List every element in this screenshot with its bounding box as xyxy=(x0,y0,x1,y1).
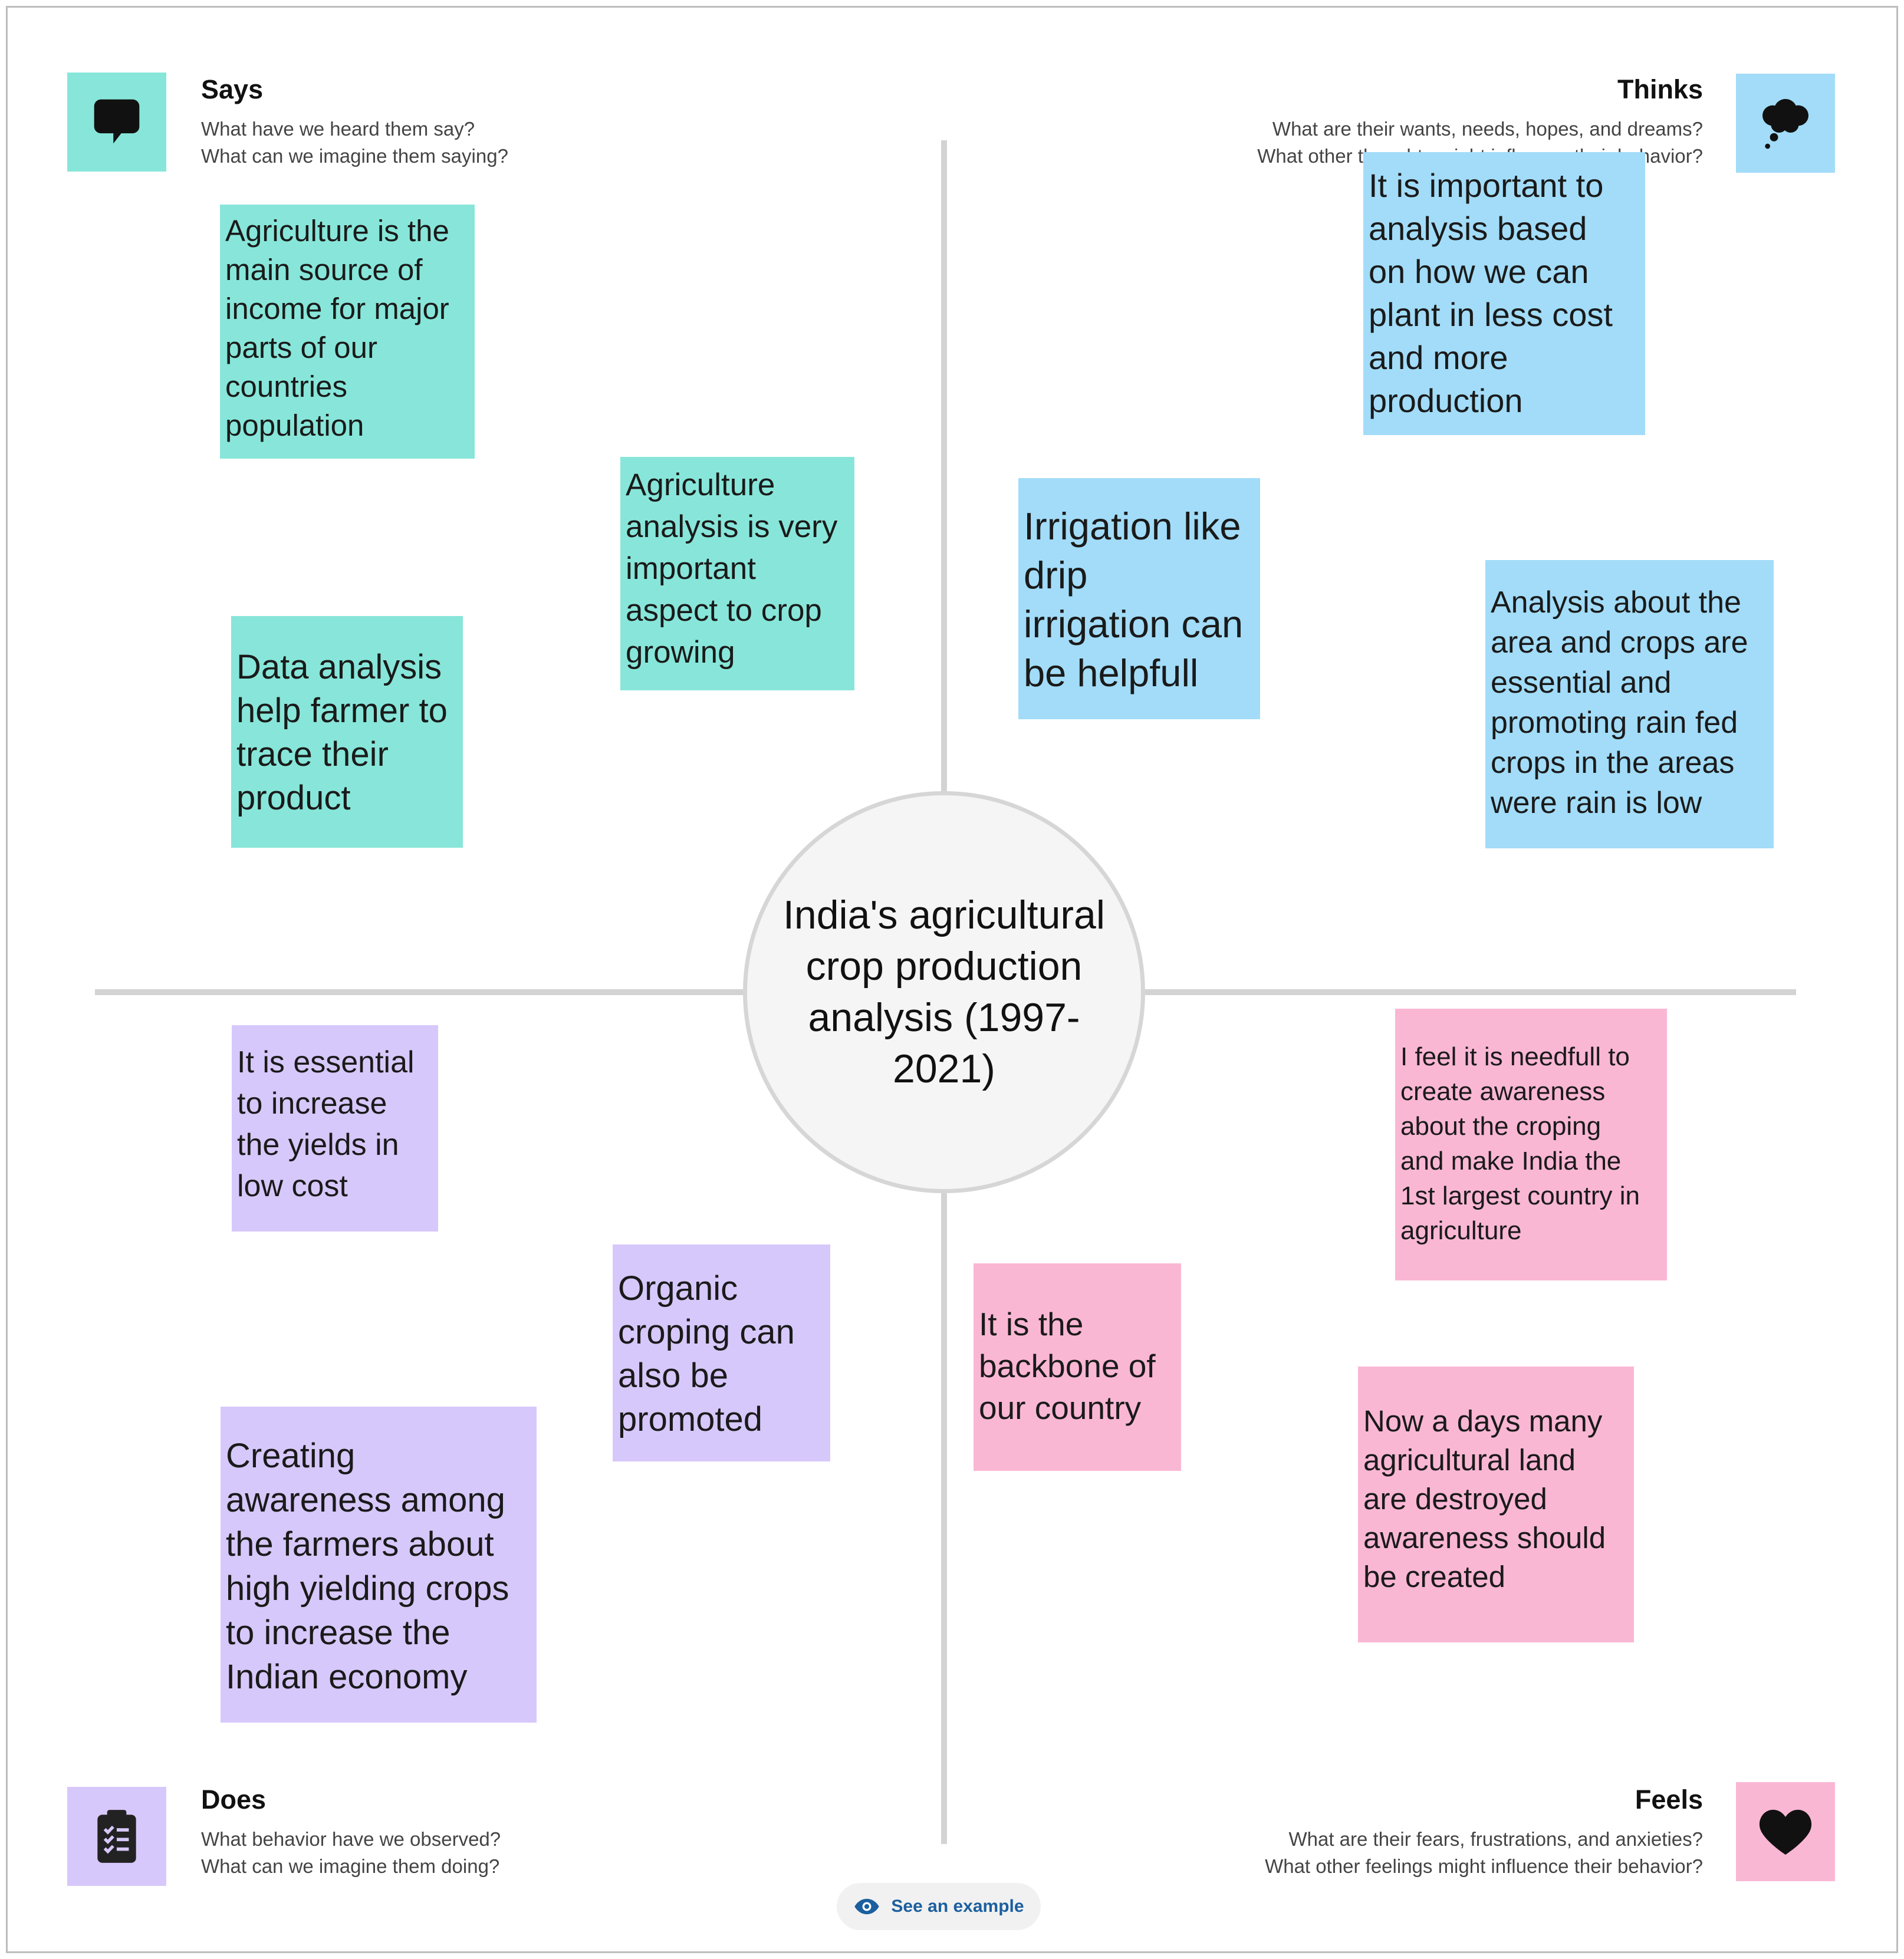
clipboard-icon xyxy=(97,1810,136,1863)
sticky-note-thinks-3[interactable]: Analysis about the area and crops are es… xyxy=(1485,560,1774,848)
sticky-note-thinks-2[interactable]: Irrigation like drip irrigation can be h… xyxy=(1018,478,1260,719)
thinks-title: Thinks xyxy=(1617,74,1703,104)
says-header: Says What have we heard them say? What c… xyxy=(201,73,614,170)
says-icon-box xyxy=(67,73,166,172)
canvas-frame xyxy=(6,6,1898,1953)
sticky-note-says-2[interactable]: Agriculture analysis is very important a… xyxy=(620,457,854,690)
sticky-note-does-2[interactable]: Organic croping can also be promoted xyxy=(613,1244,830,1461)
feels-header: Feels What are their fears, frustrations… xyxy=(1120,1783,1703,1880)
sticky-note-does-3[interactable]: Creating awareness among the farmers abo… xyxy=(221,1407,537,1723)
horizontal-axis-right xyxy=(1145,989,1796,995)
feels-title: Feels xyxy=(1635,1784,1703,1815)
sticky-note-feels-1[interactable]: I feel it is needfull to create awarenes… xyxy=(1395,1009,1667,1280)
eye-icon xyxy=(854,1898,880,1915)
says-subtitle: What have we heard them say? What can we… xyxy=(201,118,508,167)
does-title: Does xyxy=(201,1784,267,1815)
does-subtitle: What behavior have we observed? What can… xyxy=(201,1828,501,1877)
sticky-note-says-3[interactable]: Data analysis help farmer to trace their… xyxy=(231,616,463,848)
does-header: Does What behavior have we observed? Wha… xyxy=(201,1783,649,1880)
says-title: Says xyxy=(201,74,264,104)
feels-icon-box xyxy=(1736,1782,1835,1881)
sticky-note-does-1[interactable]: It is essential to increase the yields i… xyxy=(232,1025,438,1232)
horizontal-axis-left xyxy=(95,989,743,995)
heart-icon xyxy=(1759,1809,1812,1855)
thought-cloud-icon xyxy=(1762,98,1808,149)
center-circle: India's agricultural crop production ana… xyxy=(743,791,1145,1193)
vertical-axis-top xyxy=(941,140,947,791)
feels-subtitle: What are their fears, frustrations, and … xyxy=(1265,1828,1703,1877)
see-example-button[interactable]: See an example xyxy=(837,1883,1041,1930)
thinks-icon-box xyxy=(1736,74,1835,173)
does-icon-box xyxy=(67,1787,166,1886)
see-example-label: See an example xyxy=(891,1897,1024,1916)
speech-bubble-icon xyxy=(94,99,140,144)
sticky-note-says-1[interactable]: Agriculture is the main source of income… xyxy=(220,205,475,459)
sticky-note-thinks-1[interactable]: It is important to analysis based on how… xyxy=(1363,152,1645,435)
center-title: India's agricultural crop production ana… xyxy=(783,893,1105,1091)
sticky-note-feels-3[interactable]: Now a days many agricultural land are de… xyxy=(1358,1367,1634,1642)
sticky-note-feels-2[interactable]: It is the backbone of our country xyxy=(974,1263,1181,1471)
vertical-axis-bottom xyxy=(941,1193,947,1844)
